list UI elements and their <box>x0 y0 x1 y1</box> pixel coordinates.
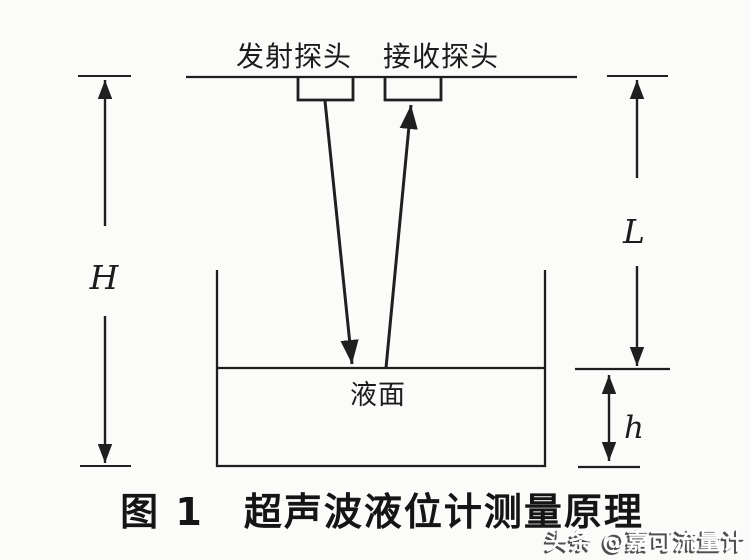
figure-caption: 图 1 超声波液位计测量原理 <box>120 490 644 534</box>
dimension-h-label: h <box>624 410 644 446</box>
receive-probe-label: 接收探头 <box>383 40 499 73</box>
receive-probe-box <box>383 78 443 102</box>
transmit-probe-box <box>296 78 355 102</box>
transmit-beam-arrow <box>323 100 359 365</box>
transmit-probe-label: 发射探头 <box>236 40 352 73</box>
liquid-surface-label: 液面 <box>350 380 406 411</box>
dimension-L-label: L <box>622 212 645 251</box>
watermark-credit: 头条 @嘉可流量计 <box>544 529 746 555</box>
dimension-H-label: H <box>89 258 120 297</box>
receive-beam-arrow <box>384 104 418 369</box>
